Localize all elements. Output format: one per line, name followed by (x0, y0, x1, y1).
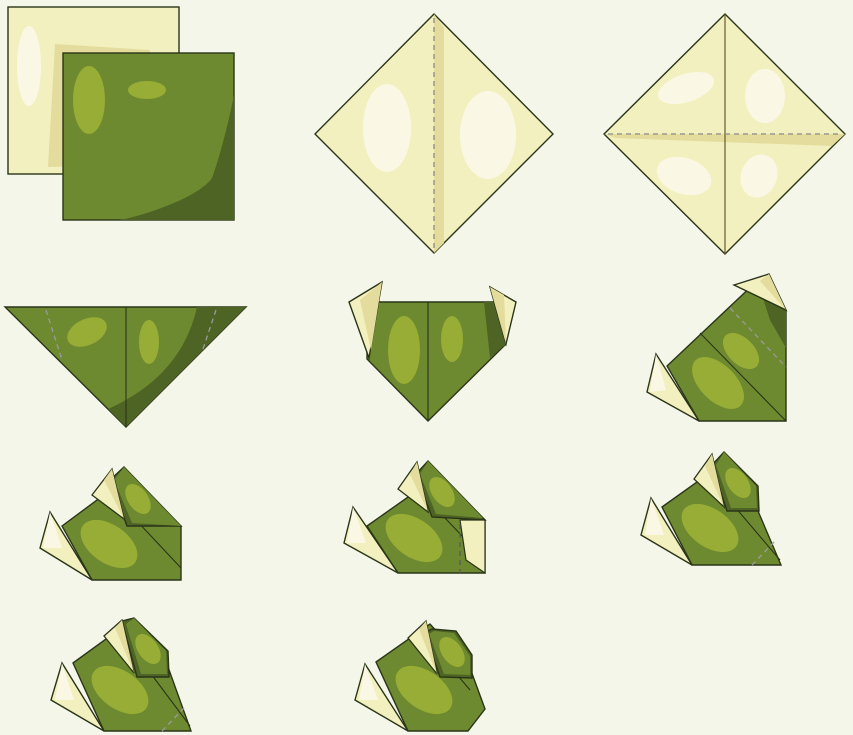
paper-front-square (63, 53, 234, 220)
step-4-fold-triangle (5, 307, 246, 427)
step-11-final-shape (355, 621, 485, 731)
step-1-paper-sides (8, 7, 234, 220)
step-2-diagonal-crease (315, 14, 553, 253)
step-9-fold-bottom-corner (641, 452, 781, 565)
step-3-cross-crease (604, 14, 845, 254)
step-7-fold-top (40, 467, 181, 580)
step-8-mark-fold (344, 461, 485, 573)
step-5-raise-corners (349, 282, 516, 421)
step-6-rotate-shape (647, 274, 786, 421)
step-10-trim-corner (51, 618, 191, 731)
